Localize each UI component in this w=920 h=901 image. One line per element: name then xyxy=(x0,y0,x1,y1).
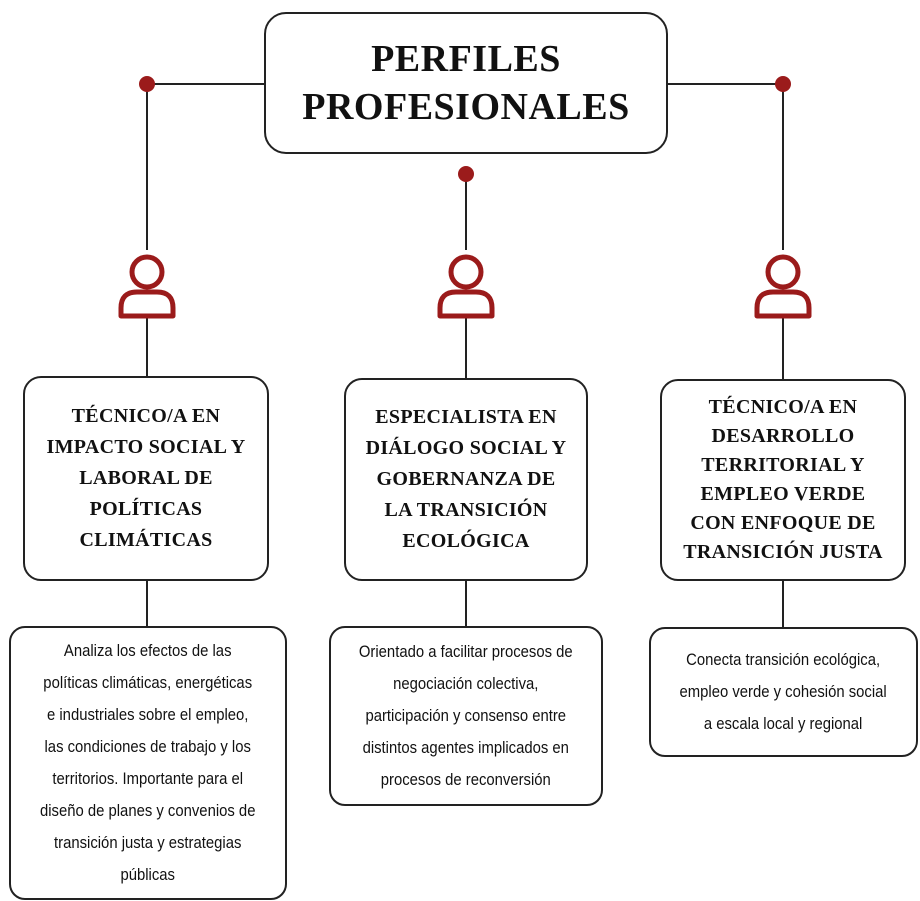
connector-left-horizontal xyxy=(146,83,264,85)
description-text-2: Orientado a facilitar procesos de negoci… xyxy=(359,643,573,789)
connector-center-vertical-top xyxy=(465,174,467,250)
connector-center-icon-to-profile xyxy=(465,318,467,378)
profile-box-3: TÉCNICO/A EN DESARROLLO TERRITORIAL Y EM… xyxy=(660,379,906,581)
profile-title-1: TÉCNICO/A EN IMPACTO SOCIAL Y LABORAL DE… xyxy=(46,405,246,551)
connector-left-vertical-top xyxy=(146,84,148,250)
page-title: PERFILES PROFESIONALES xyxy=(302,38,630,128)
description-text-1: Analiza los efectos de las políticas cli… xyxy=(40,642,256,884)
description-box-1: Analiza los efectos de las políticas cli… xyxy=(9,626,287,900)
connector-left-icon-to-profile xyxy=(146,318,148,376)
person-icon xyxy=(754,254,812,319)
person-icon xyxy=(437,254,495,319)
connector-right-vertical-top xyxy=(782,84,784,250)
connector-right-horizontal xyxy=(668,83,783,85)
connector-right-profile-to-desc xyxy=(782,580,784,628)
description-text-3: Conecta transición ecológica, empleo ver… xyxy=(679,651,888,733)
connector-right-icon-to-profile xyxy=(782,318,784,380)
connector-left-profile-to-desc xyxy=(146,580,148,627)
title-box: PERFILES PROFESIONALES xyxy=(264,12,668,154)
profile-title-2: ESPECIALISTA EN DIÁLOGO SOCIAL Y GOBERNA… xyxy=(365,406,567,552)
profile-box-1: TÉCNICO/A EN IMPACTO SOCIAL Y LABORAL DE… xyxy=(23,376,269,581)
dot-center xyxy=(458,166,474,182)
description-box-3: Conecta transición ecológica, empleo ver… xyxy=(649,627,918,757)
dot-right xyxy=(775,76,791,92)
profile-title-3: TÉCNICO/A EN DESARROLLO TERRITORIAL Y EM… xyxy=(683,396,883,563)
connector-center-profile-to-desc xyxy=(465,580,467,627)
profile-box-2: ESPECIALISTA EN DIÁLOGO SOCIAL Y GOBERNA… xyxy=(344,378,588,581)
dot-left xyxy=(139,76,155,92)
description-box-2: Orientado a facilitar procesos de negoci… xyxy=(329,626,603,806)
person-icon xyxy=(118,254,176,319)
